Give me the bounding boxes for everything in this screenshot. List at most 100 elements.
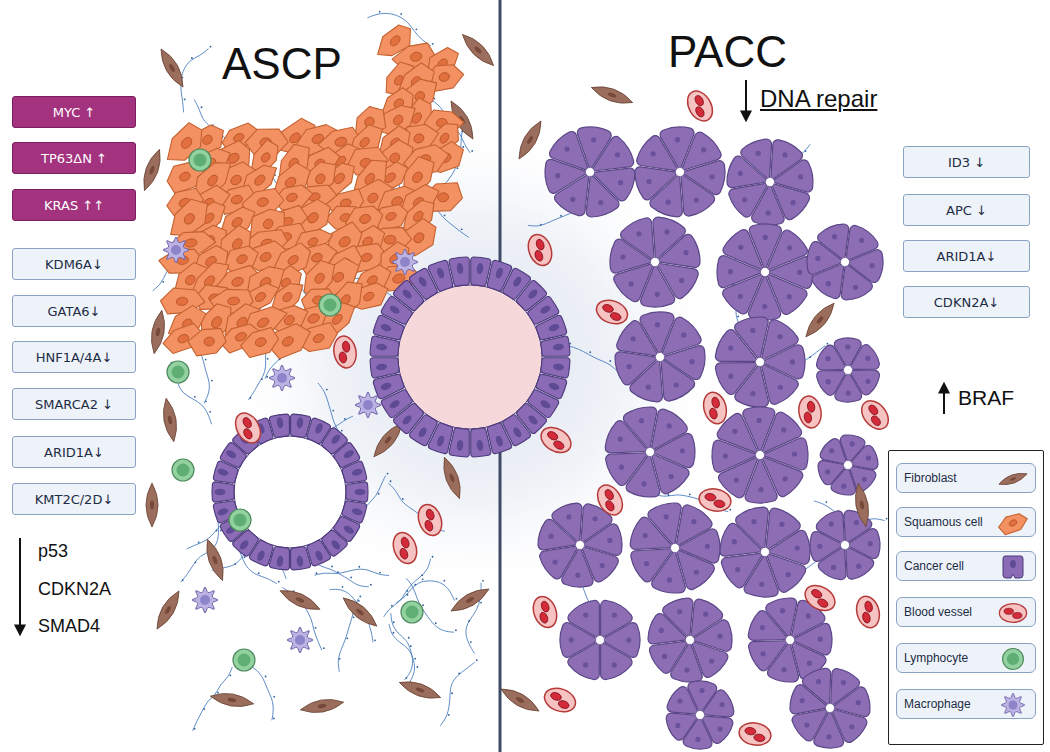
gland-part xyxy=(476,440,484,452)
blood-vessel-part xyxy=(711,396,721,408)
blood-vessel-part xyxy=(713,499,725,508)
gene-box: CDKN2A↓ xyxy=(903,286,1030,318)
acinar-cluster-part xyxy=(781,427,786,432)
collagen-fibre-part xyxy=(258,572,260,574)
cancer-cell xyxy=(762,412,801,452)
acinar-cluster-part xyxy=(761,268,770,277)
acinar-cluster-part xyxy=(790,359,795,364)
acinar-cluster-part xyxy=(686,636,695,645)
legend-label: Blood vessel xyxy=(904,605,972,619)
blood-vessel xyxy=(796,394,823,429)
squamous-cell-part xyxy=(254,291,268,304)
gland-part xyxy=(256,549,266,562)
macrophage-part xyxy=(200,595,210,605)
collagen-fibre-part xyxy=(480,602,482,604)
fibroblast xyxy=(852,482,872,527)
cancer-cell xyxy=(769,530,810,564)
blood-vessel xyxy=(856,396,893,435)
gland-part xyxy=(512,426,523,439)
collagen-fibre-part xyxy=(461,228,463,230)
acinar-cluster-part xyxy=(798,174,803,179)
collagen-fibre xyxy=(389,624,418,688)
blood-vessel-part xyxy=(870,414,883,427)
gland-part xyxy=(330,539,342,552)
macrophage xyxy=(1001,693,1024,716)
collagen-fibre-part xyxy=(359,595,361,597)
acinar-cluster-part xyxy=(854,520,859,525)
fibroblast xyxy=(801,299,839,340)
collagen-fibre-part xyxy=(422,578,424,580)
cancer-cell xyxy=(640,312,674,353)
fibroblast-part xyxy=(339,593,380,631)
collagen-fibre-part xyxy=(182,579,184,581)
gland-part xyxy=(548,382,560,392)
acinar-cluster-part xyxy=(841,258,850,267)
gland-part xyxy=(417,426,428,439)
blood-vessel xyxy=(529,593,561,631)
gland-part xyxy=(417,275,428,288)
acinar-cluster-part xyxy=(576,541,585,550)
acinar-cluster-part xyxy=(868,541,873,546)
fibroblast xyxy=(397,677,442,703)
macrophage xyxy=(392,249,418,275)
acinar-cluster-part xyxy=(618,436,623,441)
acinar-cluster-part xyxy=(778,385,783,390)
fibroblast-part xyxy=(449,473,456,483)
acinar-cluster-part xyxy=(756,358,765,367)
blood-vessel-part xyxy=(242,427,254,440)
acinar-cluster-part xyxy=(675,723,680,728)
acinar-cluster xyxy=(635,127,725,217)
acinar-cluster-part xyxy=(598,200,603,205)
macrophage xyxy=(192,587,218,613)
acinar-cluster-part xyxy=(664,229,669,234)
legend-label: Fibroblast xyxy=(904,471,957,485)
acinar-cluster-part xyxy=(738,294,743,299)
squamous-cell-part xyxy=(259,151,271,164)
acinar-cluster xyxy=(715,317,805,407)
lymphocyte-part xyxy=(172,459,194,481)
blood-vessel xyxy=(801,580,840,615)
cancer-cell xyxy=(852,445,878,469)
fibroblast-part xyxy=(212,555,219,565)
acinar-cluster-part xyxy=(795,545,800,550)
collagen-fibre-part xyxy=(273,717,275,719)
acinar-cluster-part xyxy=(841,680,846,685)
squamous-cell xyxy=(160,119,209,171)
annotation-label: SMAD4 xyxy=(38,617,100,637)
cancer-cell xyxy=(663,598,693,636)
trend-arrow xyxy=(745,80,747,120)
collagen-fibre-part xyxy=(389,624,415,688)
acinar-cluster-part xyxy=(626,637,631,642)
acinar-cluster-part xyxy=(679,278,684,283)
fibroblast-part xyxy=(852,482,872,527)
acinar-cluster xyxy=(545,127,635,217)
acinar-cluster-part xyxy=(555,173,560,178)
lymphocyte-part xyxy=(1003,649,1024,670)
squamous-cell-part xyxy=(186,326,227,358)
fibroblast xyxy=(299,696,344,716)
squamous-cell-part xyxy=(184,238,198,248)
blood-vessel-part xyxy=(534,249,545,262)
blood-vessel-part xyxy=(708,407,718,419)
cancer-cell xyxy=(649,641,687,673)
cancer-cell xyxy=(741,139,772,178)
squamous-cell-part xyxy=(996,509,1030,537)
acinar-cluster-part xyxy=(583,662,588,667)
collagen-fibre-part xyxy=(668,494,670,496)
blood-vessel xyxy=(999,604,1026,623)
acinar-cluster-part xyxy=(662,654,667,659)
acinar-cluster-part xyxy=(825,469,830,474)
acinar-cluster xyxy=(648,598,732,682)
acinar-cluster-part xyxy=(806,613,811,618)
cancer-cell xyxy=(584,524,622,555)
acinar-cluster-part xyxy=(829,521,834,526)
squamous-cell xyxy=(996,509,1030,537)
legend-icon xyxy=(994,552,1032,582)
acinar-cluster-part xyxy=(717,634,722,639)
cancer-cell xyxy=(342,461,367,483)
blood-vessel xyxy=(230,409,265,448)
cancer-cell xyxy=(552,503,582,541)
fibroblast-part xyxy=(149,165,156,175)
collagen-fibre-part xyxy=(211,380,213,382)
collagen-fibre xyxy=(169,362,211,424)
